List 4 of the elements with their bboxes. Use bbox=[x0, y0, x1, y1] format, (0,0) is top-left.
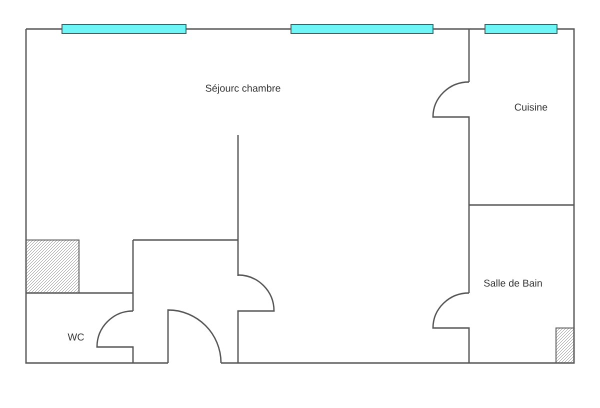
room-label: WC bbox=[68, 333, 84, 341]
room-label: Séjourc chambre bbox=[206, 84, 280, 94]
room-label: Cuisine bbox=[514, 103, 548, 111]
room-label: Salle de Bain bbox=[484, 279, 542, 287]
